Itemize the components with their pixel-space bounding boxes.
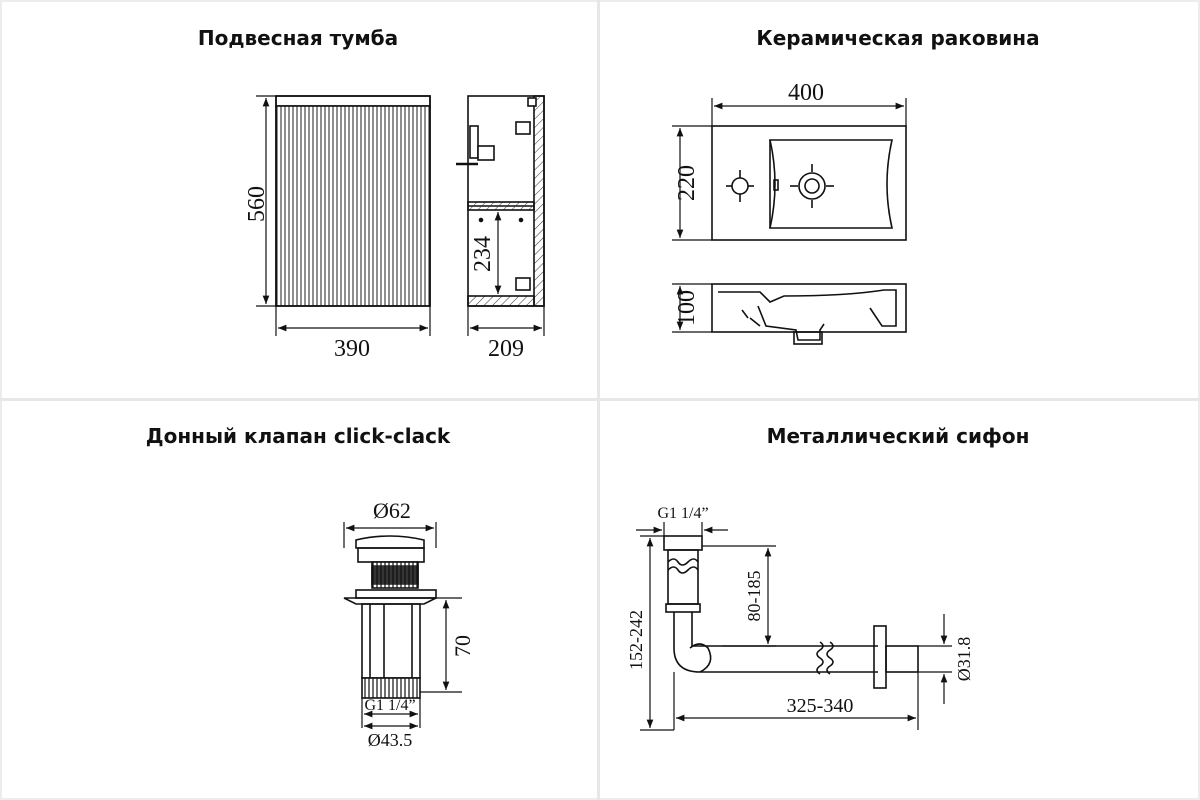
panel-title-cabinet: Подвесная тумба: [197, 26, 399, 50]
sink-side-view: [711, 283, 907, 345]
siphon-pipe-dimension: [918, 614, 952, 704]
sink-width-label: 400: [788, 80, 824, 106]
siphon-drawing: [663, 535, 919, 689]
valve-bottom-dia-label: Ø43.5: [368, 730, 413, 750]
siphon-thread-dimension: [636, 522, 728, 536]
siphon-vertical-dimension: [702, 545, 776, 647]
valve-top-dia-label: Ø62: [373, 498, 411, 523]
cabinet-width-label: 390: [334, 336, 370, 362]
sink-top-view: [711, 125, 907, 241]
valve-thread-dimension: [361, 698, 421, 730]
siphon-total-dimension: [640, 535, 919, 731]
cabinet-height-label: 560: [244, 186, 270, 222]
cabinet-width-dimension: [275, 306, 431, 336]
sink-height-label: 100: [674, 290, 700, 326]
cabinet-height-dimension: [256, 95, 276, 307]
valve-height-label: 70: [450, 635, 475, 657]
valve-height-dimension: [420, 597, 462, 693]
panel-title-sink: Керамическая раковина: [756, 26, 1040, 50]
siphon-total-label: 152-242: [626, 610, 646, 670]
panel-title-siphon: Металлический сифон: [766, 424, 1030, 448]
cabinet-shelf-label: 234: [470, 236, 496, 272]
cabinet-depth-dimension: [467, 306, 545, 336]
cabinet-front-view: [275, 95, 431, 307]
panel-title-valve: Донный клапан click-clack: [145, 424, 451, 448]
siphon-vertical-label: 80-185: [744, 571, 764, 622]
sink-depth-label: 220: [674, 165, 700, 201]
valve-top-dimension: [343, 522, 437, 548]
sink-height-dimension: [672, 283, 712, 333]
cabinet-depth-label: 209: [488, 336, 524, 362]
cabinet-side-view: [456, 95, 545, 307]
valve-drawing: [343, 535, 437, 699]
sink-width-dimension: [711, 98, 907, 126]
siphon-length-label: 325-340: [787, 695, 854, 717]
valve-thread-label: G1 1/4”: [364, 697, 415, 714]
siphon-thread-label: G1 1/4”: [657, 505, 708, 522]
siphon-pipe-dia-label: Ø31.8: [954, 637, 974, 682]
sink-depth-dimension: [672, 125, 712, 241]
horizontal-divider: [0, 398, 1200, 401]
